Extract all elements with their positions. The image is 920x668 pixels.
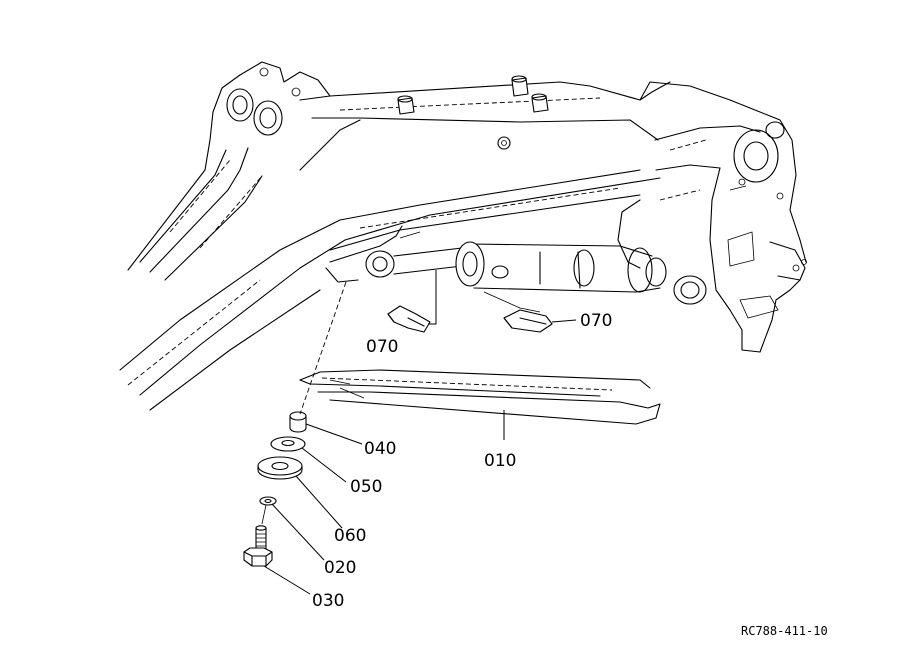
boom-cylinder: [325, 225, 667, 313]
washer-060: [257, 456, 303, 480]
swing-bracket: [617, 81, 807, 353]
pad-070-left: [387, 305, 431, 333]
callout-020: 020: [324, 558, 356, 578]
callout-040: 040: [364, 439, 396, 459]
guard-plate: [299, 369, 661, 425]
boom-assembly: [119, 61, 671, 411]
bush-040: [289, 411, 307, 433]
callout-070-right: 070: [580, 311, 612, 331]
pad-070-right: [503, 309, 553, 333]
washer-050: [270, 436, 306, 452]
leader-lines: [263, 270, 577, 595]
bolt-030: [243, 525, 273, 567]
callout-010: 010: [484, 451, 516, 471]
callout-050: 050: [350, 477, 382, 497]
fastener-stack: [243, 281, 347, 567]
callout-030: 030: [312, 591, 344, 611]
callout-070-left: 070: [366, 337, 398, 357]
callout-060: 060: [334, 526, 366, 546]
reference-code: RC788-411-10: [741, 624, 828, 638]
spring-washer-020: [259, 496, 277, 506]
